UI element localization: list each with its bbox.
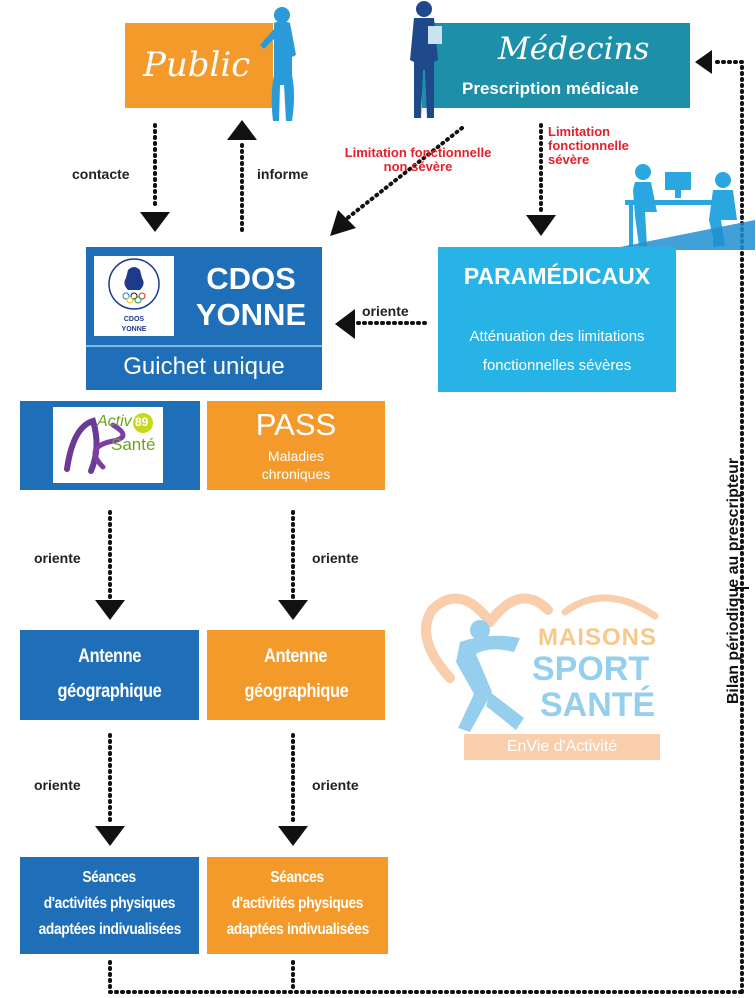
pass-sub2: chroniques [261, 466, 331, 482]
activ-sante-box: Activ 89 Santé [20, 401, 200, 490]
cdos-box: CDOS YONNE CDOS YONNE Guichet unique [86, 247, 322, 390]
bilan-label: Bilan périodique au prescripteur [725, 457, 742, 705]
limitation-non-severe-label: Limitation fonctionnelle non sévère [328, 146, 508, 174]
lim-severe-line2: fonctionnelle [548, 138, 629, 153]
seances-left-line3-wrap: adaptées indivualisées [0, 921, 219, 939]
msa-line3: SANTÉ [540, 686, 656, 724]
msa-line2: SPORT [532, 650, 650, 688]
swoosh-icon [561, 594, 659, 620]
lim-severe-line3: sévère [548, 152, 590, 167]
olympic-rooster-logo-icon [108, 258, 160, 310]
cdos-divider [86, 345, 322, 347]
antenne-left-line1-wrap: Antenne [20, 646, 199, 668]
lim-non-severe-line2: non sévère [383, 159, 453, 174]
seances-right-box: Séances d'activités physiques adaptées i… [207, 857, 388, 954]
contacte-label: contacte [72, 166, 130, 182]
oriente-right-2-label: oriente [312, 777, 359, 793]
seances-right-line3-wrap: adaptées indivualisées [187, 921, 408, 939]
activ-sante-logo-icon [64, 413, 153, 474]
oriente-left-2-label: oriente [34, 777, 81, 793]
msa-line1: MAISONS [538, 624, 658, 651]
doctor-silhouette-icon [410, 1, 442, 118]
msa-line4: EnVie d'Activité [464, 734, 660, 760]
antenne-right-box: Antenne géographique [207, 630, 385, 720]
seances-left-line2: d'activités physiques [43, 895, 176, 912]
guichet-unique-label: Guichet unique [123, 353, 285, 380]
antenne-left-line2: géographique [57, 681, 162, 702]
pass-title: PASS [255, 407, 337, 442]
public-label: Public [143, 45, 251, 85]
seances-left-line3: adaptées indivualisées [38, 921, 181, 938]
antenne-left-box: Antenne géographique [20, 630, 199, 720]
seances-left-line2-wrap: d'activités physiques [0, 895, 219, 913]
heart-runner-logo-icon [421, 593, 553, 732]
antenne-left-line2-wrap: géographique [20, 681, 199, 703]
pass-box: PASS Maladies chroniques [207, 401, 385, 490]
antenne-right-line2: géographique [244, 681, 348, 702]
medecins-subtitle: Prescription médicale [462, 79, 639, 98]
oriente-para-label: oriente [362, 303, 409, 319]
seances-left-box: Séances d'activités physiques adaptées i… [20, 857, 199, 954]
woman-silhouette-icon [260, 7, 296, 121]
paramedicaux-box: PARAMÉDICAUX Atténuation des limitations… [438, 247, 676, 392]
activ-logo-num: 89 [135, 415, 149, 429]
oriente-left-1-label: oriente [34, 550, 81, 566]
seances-right-line2: d'activités physiques [231, 895, 364, 912]
cdos-logo-text1: CDOS [123, 316, 145, 323]
seances-right-line3: adaptées indivualisées [226, 921, 369, 938]
lim-non-severe-line1: Limitation fonctionnelle [344, 145, 492, 160]
seances-right-line1: Séances [270, 869, 325, 886]
antenne-right-line1-wrap: Antenne [207, 646, 385, 668]
maisons-sport-sante-logo: MAISONS SPORT SANTÉ EnVie d'Activité [420, 582, 665, 762]
paramedicaux-title: PARAMÉDICAUX [463, 263, 651, 289]
public-box: Public [125, 23, 273, 108]
cdos-logo-text2: YONNE [121, 326, 147, 333]
cdos-title-line2: YONNE [195, 297, 307, 332]
pass-sub1: Maladies [267, 448, 325, 464]
antenne-right-line1: Antenne [264, 646, 328, 667]
informe-label: informe [257, 166, 309, 182]
activ-sante-logo: Activ 89 Santé [53, 407, 163, 483]
medecins-box: Médecins Prescription médicale [422, 23, 690, 108]
paramedicaux-desc1: Atténuation des limitations [469, 328, 645, 345]
activ-logo-text: Activ [97, 413, 132, 430]
limitation-severe-label: Limitation fonctionnelle sévère [548, 124, 629, 167]
seances-right-line2-wrap: d'activités physiques [187, 895, 408, 913]
cdos-logo: CDOS YONNE [94, 256, 174, 336]
seances-left-line1-wrap: Séances [0, 869, 219, 887]
paramedicaux-desc2: fonctionnelles sévères [482, 357, 632, 374]
seances-right-line1-wrap: Séances [187, 869, 408, 887]
consultation-illustration-icon [605, 164, 755, 250]
antenne-right-line2-wrap: géographique [207, 681, 385, 703]
cdos-title-line1: CDOS [206, 261, 296, 296]
antenne-left-line1: Antenne [78, 646, 141, 667]
lim-severe-line1: Limitation [548, 124, 611, 139]
sante-logo-text: Santé [111, 435, 156, 454]
medecins-title: Médecins [498, 31, 650, 67]
seances-left-line1: Séances [82, 869, 137, 886]
oriente-right-1-label: oriente [312, 550, 359, 566]
